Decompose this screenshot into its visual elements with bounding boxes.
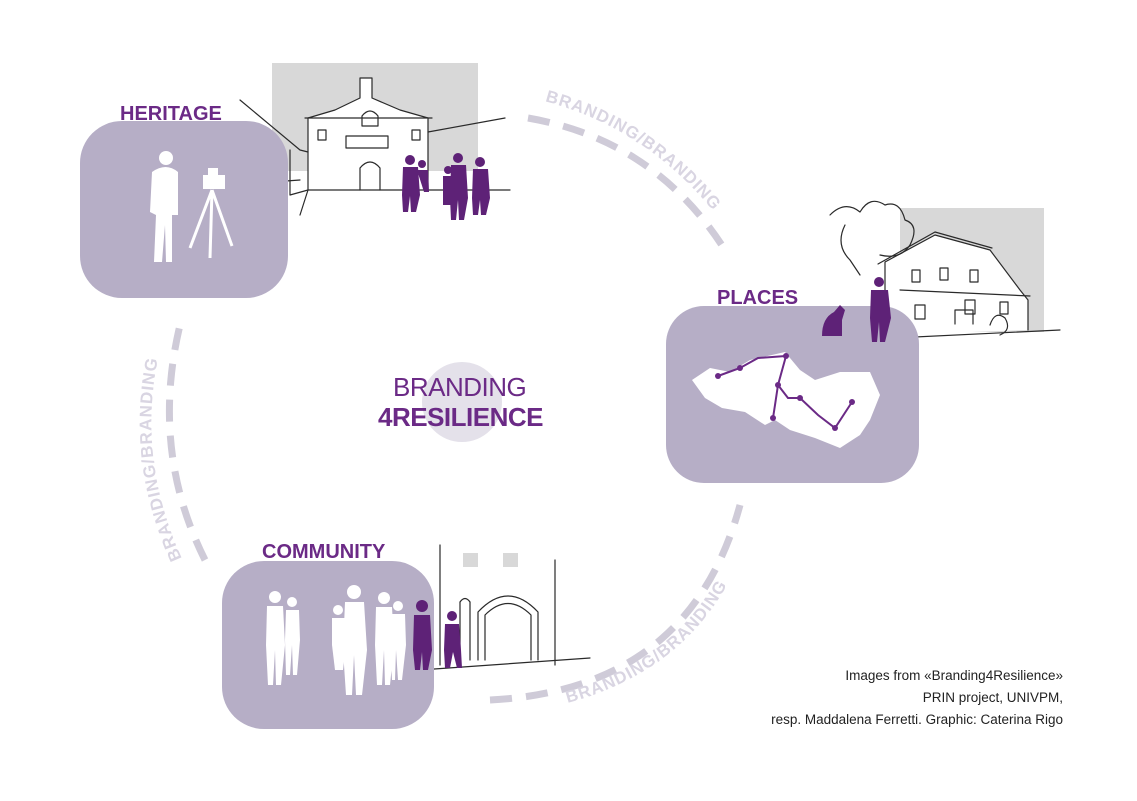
places-label: PLACES bbox=[717, 287, 798, 309]
map-route bbox=[715, 353, 855, 431]
community-label: COMMUNITY bbox=[262, 541, 386, 563]
center-logo: BRANDING 4RESILIENCE bbox=[378, 362, 544, 442]
image-credits: Images from «Branding4Resilience» PRIN p… bbox=[771, 665, 1063, 731]
dash-arc-bottom-right bbox=[489, 504, 744, 704]
center-circle bbox=[422, 362, 502, 442]
credits-line-3: resp. Maddalena Ferretti. Graphic: Cater… bbox=[771, 712, 1063, 727]
arc-label-top-right: BRANDING/BRANDING bbox=[544, 87, 725, 214]
camera-tripod-icon bbox=[188, 168, 234, 259]
heritage-purple-people bbox=[402, 153, 490, 220]
places-person-with-dog bbox=[822, 277, 891, 342]
dash-arc-left bbox=[165, 324, 209, 562]
dash-arc-top-right bbox=[527, 114, 728, 252]
region-map-shape bbox=[692, 352, 880, 448]
heritage-label: HERITAGE bbox=[120, 103, 222, 125]
credits-line-2: PRIN project, UNIVPM, bbox=[922, 690, 1063, 705]
cycle-dashes bbox=[165, 114, 744, 704]
community-purple-people bbox=[413, 600, 462, 670]
photographer-figure bbox=[150, 151, 178, 262]
places-group: PLACES bbox=[666, 200, 1061, 483]
heritage-group: HERITAGE bbox=[80, 63, 511, 298]
community-group: COMMUNITY bbox=[222, 541, 591, 729]
arc-label-bottom-right: BRANDING/BRANDING bbox=[563, 577, 730, 707]
center-title-line1: BRANDING bbox=[393, 372, 526, 402]
arc-label-left: BRANDING/BRANDING bbox=[136, 356, 185, 565]
center-title-line2: 4RESILIENCE bbox=[378, 402, 543, 432]
credits-line-1: Images from «Branding4Resilience» bbox=[845, 668, 1063, 683]
heritage-panel bbox=[80, 121, 288, 298]
community-white-people bbox=[266, 585, 406, 695]
